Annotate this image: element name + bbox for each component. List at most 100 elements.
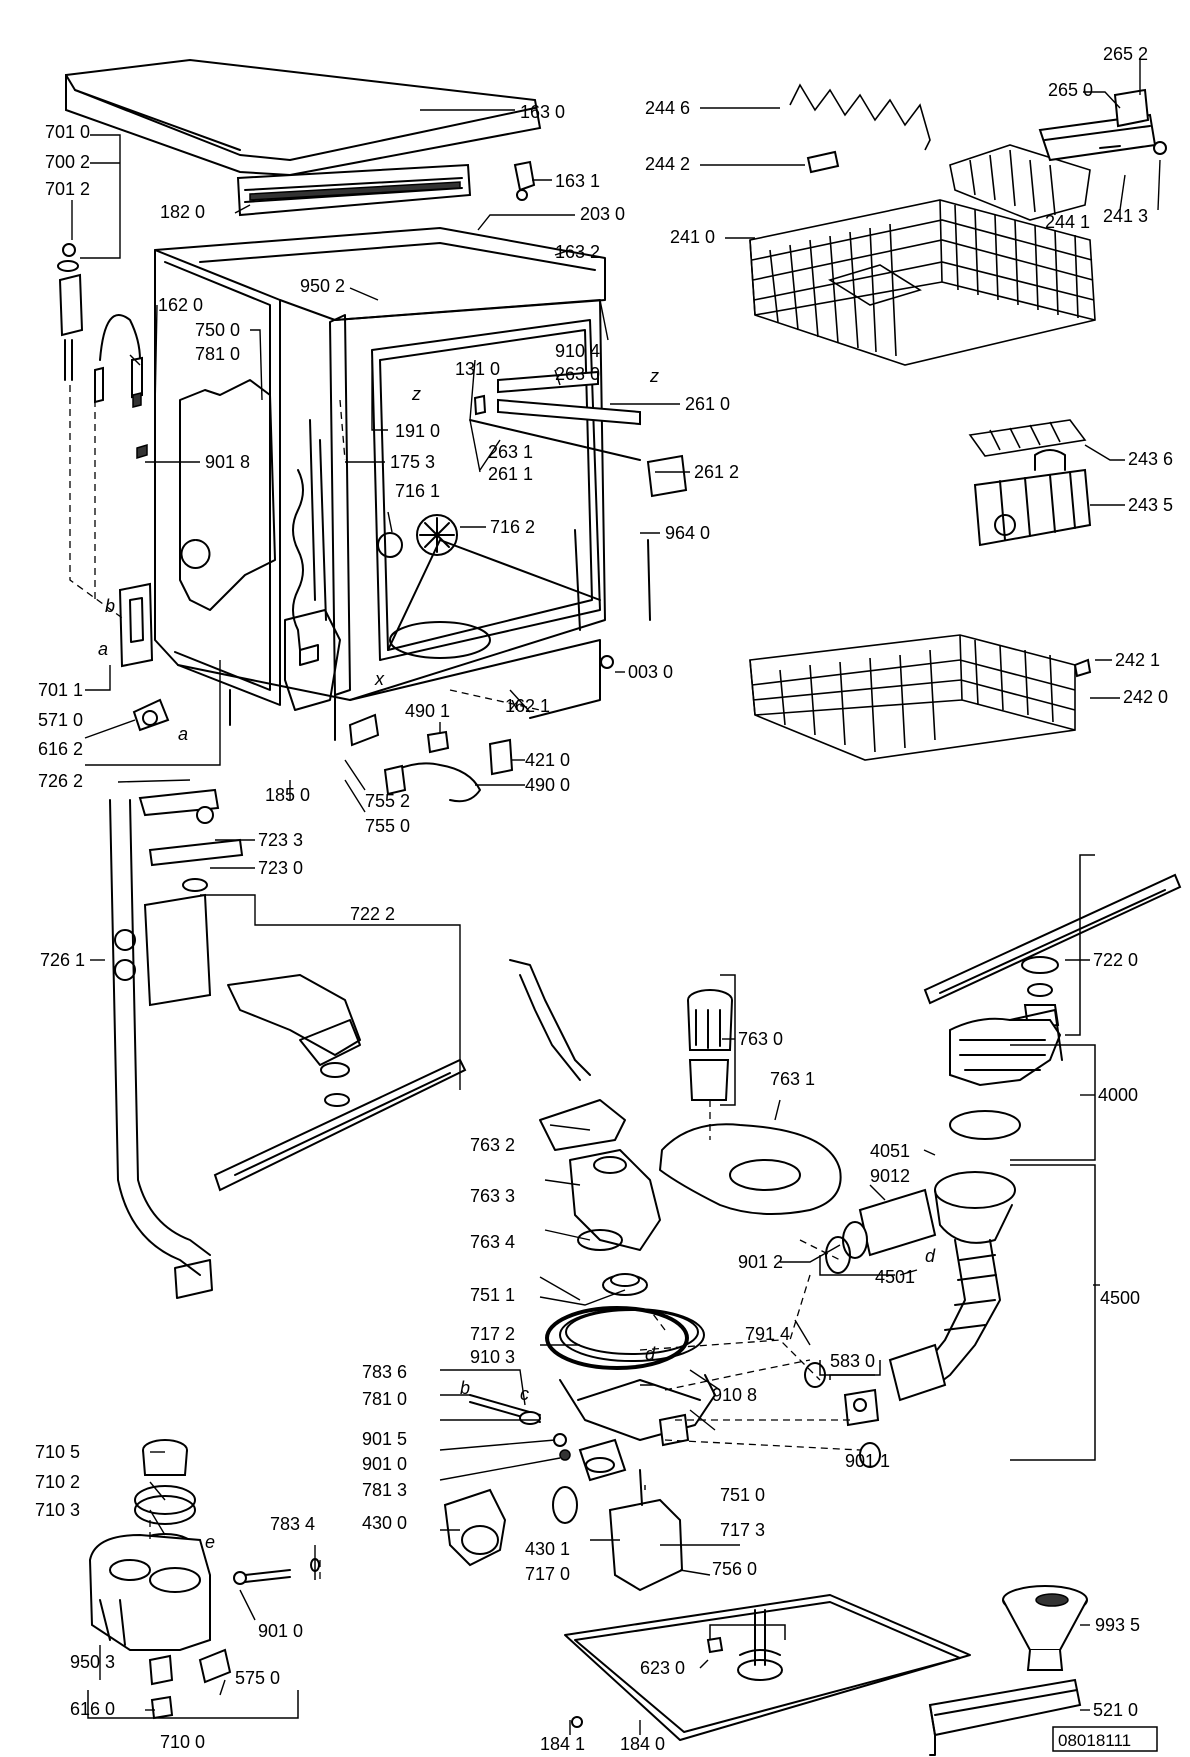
letter-e-softener: e xyxy=(205,1532,215,1552)
callout-701-1: 701 1 xyxy=(38,680,83,700)
callout-175-3: 175 3 xyxy=(390,452,435,472)
callout-490-0: 490 0 xyxy=(525,775,570,795)
letter-z-left: z xyxy=(411,384,421,404)
callout-723-3: 723 3 xyxy=(258,830,303,850)
callout-756-0: 756 0 xyxy=(712,1559,757,1579)
callout-203-0: 203 0 xyxy=(580,204,625,224)
callout-430-1: 430 1 xyxy=(525,1539,570,1559)
callout-163-0: 163 0 xyxy=(520,102,565,122)
callout-242-0: 242 0 xyxy=(1123,687,1168,707)
letter-a-top: a xyxy=(98,639,108,659)
callout-901-1: 901 1 xyxy=(845,1451,890,1471)
callout-263-0: 263 0 xyxy=(555,364,600,384)
letter-x-right: x xyxy=(509,694,520,714)
callout-910-3: 910 3 xyxy=(470,1347,515,1367)
callout-583-0: 583 0 xyxy=(830,1351,875,1371)
callout-723-0: 723 0 xyxy=(258,858,303,878)
callout-710-2: 710 2 xyxy=(35,1472,80,1492)
callout-265-2: 265 2 xyxy=(1103,44,1148,64)
callout-781-0-top: 781 0 xyxy=(195,344,240,364)
rail-bracket-part xyxy=(1038,88,1167,162)
callout-162-1: 162 1 xyxy=(505,696,550,716)
callout-9012: 9012 xyxy=(870,1166,910,1186)
drain-pipe-part xyxy=(509,959,591,1081)
middle-spray-arm-part xyxy=(213,974,467,1192)
callout-241-3: 241 3 xyxy=(1103,206,1148,226)
letter-c-rod: c xyxy=(520,1384,529,1404)
callout-726-1: 726 1 xyxy=(40,950,85,970)
callout-616-0: 616 0 xyxy=(70,1699,115,1719)
pump-part xyxy=(443,1469,684,1592)
callout-910-8: 910 8 xyxy=(712,1385,757,1405)
callout-4500: 4500 xyxy=(1100,1288,1140,1308)
callout-781-0-bottom: 781 0 xyxy=(362,1389,407,1409)
callout-716-2: 716 2 xyxy=(490,517,535,537)
callout-261-0: 261 0 xyxy=(685,394,730,414)
callout-901-0-mid: 901 0 xyxy=(362,1454,407,1474)
heater-connector-part xyxy=(348,713,514,803)
callout-901-8: 901 8 xyxy=(205,452,250,472)
callout-263-1: 263 1 xyxy=(488,442,533,462)
callout-700-2: 700 2 xyxy=(45,152,90,172)
callout-964-0: 964 0 xyxy=(665,523,710,543)
callout-717-3: 717 3 xyxy=(720,1520,765,1540)
callout-722-0: 722 0 xyxy=(1093,950,1138,970)
lower-basket-part xyxy=(749,634,1092,761)
callout-244-2: 244 2 xyxy=(645,154,690,174)
rod-part xyxy=(469,1394,571,1461)
callout-623-0: 623 0 xyxy=(640,1658,685,1678)
chamber-part xyxy=(825,1171,1016,1402)
callout-783-4: 783 4 xyxy=(270,1514,315,1534)
callout-243-5: 243 5 xyxy=(1128,495,1173,515)
callout-751-0: 751 0 xyxy=(720,1485,765,1505)
letter-x-left: x xyxy=(374,669,385,689)
callout-185-0: 185 0 xyxy=(265,785,310,805)
callout-901-2: 901 2 xyxy=(738,1252,783,1272)
callout-710-3: 710 3 xyxy=(35,1500,80,1520)
heater-tube-part xyxy=(949,1009,1063,1140)
callout-993-5: 993 5 xyxy=(1095,1615,1140,1635)
callout-751-1: 751 1 xyxy=(470,1285,515,1305)
base-plate-part xyxy=(564,1594,971,1741)
callout-242-1: 242 1 xyxy=(1115,650,1160,670)
callout-701-2: 701 2 xyxy=(45,179,90,199)
callout-950-2: 950 2 xyxy=(300,276,345,296)
funnel-part xyxy=(1002,1585,1088,1671)
reference-number: 08018111 xyxy=(1058,1731,1131,1750)
kick-plate-part xyxy=(928,1678,1082,1756)
callout-575-0: 575 0 xyxy=(235,1668,280,1688)
tine-rack-part xyxy=(949,144,1091,221)
callout-950-3: 950 3 xyxy=(70,1652,115,1672)
callout-763-4: 763 4 xyxy=(470,1232,515,1252)
callout-4051: 4051 xyxy=(870,1141,910,1161)
letter-a-bottom: a xyxy=(178,724,188,744)
callout-901-5: 901 5 xyxy=(362,1429,407,1449)
clip-part xyxy=(513,160,536,201)
letter-d-hose: d xyxy=(925,1246,936,1266)
callout-717-2: 717 2 xyxy=(470,1324,515,1344)
callout-163-1: 163 1 xyxy=(555,171,600,191)
callout-182-0: 182 0 xyxy=(160,202,205,222)
callout-750-0: 750 0 xyxy=(195,320,240,340)
front-strip-part xyxy=(236,163,472,217)
leader-lines xyxy=(71,58,1161,1735)
callout-755-2: 755 2 xyxy=(365,791,410,811)
clip-small-part xyxy=(150,1695,174,1720)
filter-housing-part xyxy=(539,1099,661,1251)
callout-616-2: 616 2 xyxy=(38,739,83,759)
callout-261-1: 261 1 xyxy=(488,464,533,484)
letter-b-rod: b xyxy=(460,1378,470,1398)
callout-184-1: 184 1 xyxy=(540,1734,585,1754)
callout-763-2: 763 2 xyxy=(470,1135,515,1155)
upper-basket-part xyxy=(749,199,1096,366)
lower-spray-arm-part xyxy=(923,873,1182,1030)
callout-710-5: 710 5 xyxy=(35,1442,80,1462)
callout-571-0: 571 0 xyxy=(38,710,83,730)
top-cover-part xyxy=(65,58,542,177)
callout-243-6: 243 6 xyxy=(1128,449,1173,469)
callout-244-1: 244 1 xyxy=(1045,212,1090,232)
callout-901-0-bottom: 901 0 xyxy=(258,1621,303,1641)
assembly-letters: a b a z z x x d d b c e xyxy=(98,366,936,1552)
callout-163-2: 163 2 xyxy=(555,242,600,262)
